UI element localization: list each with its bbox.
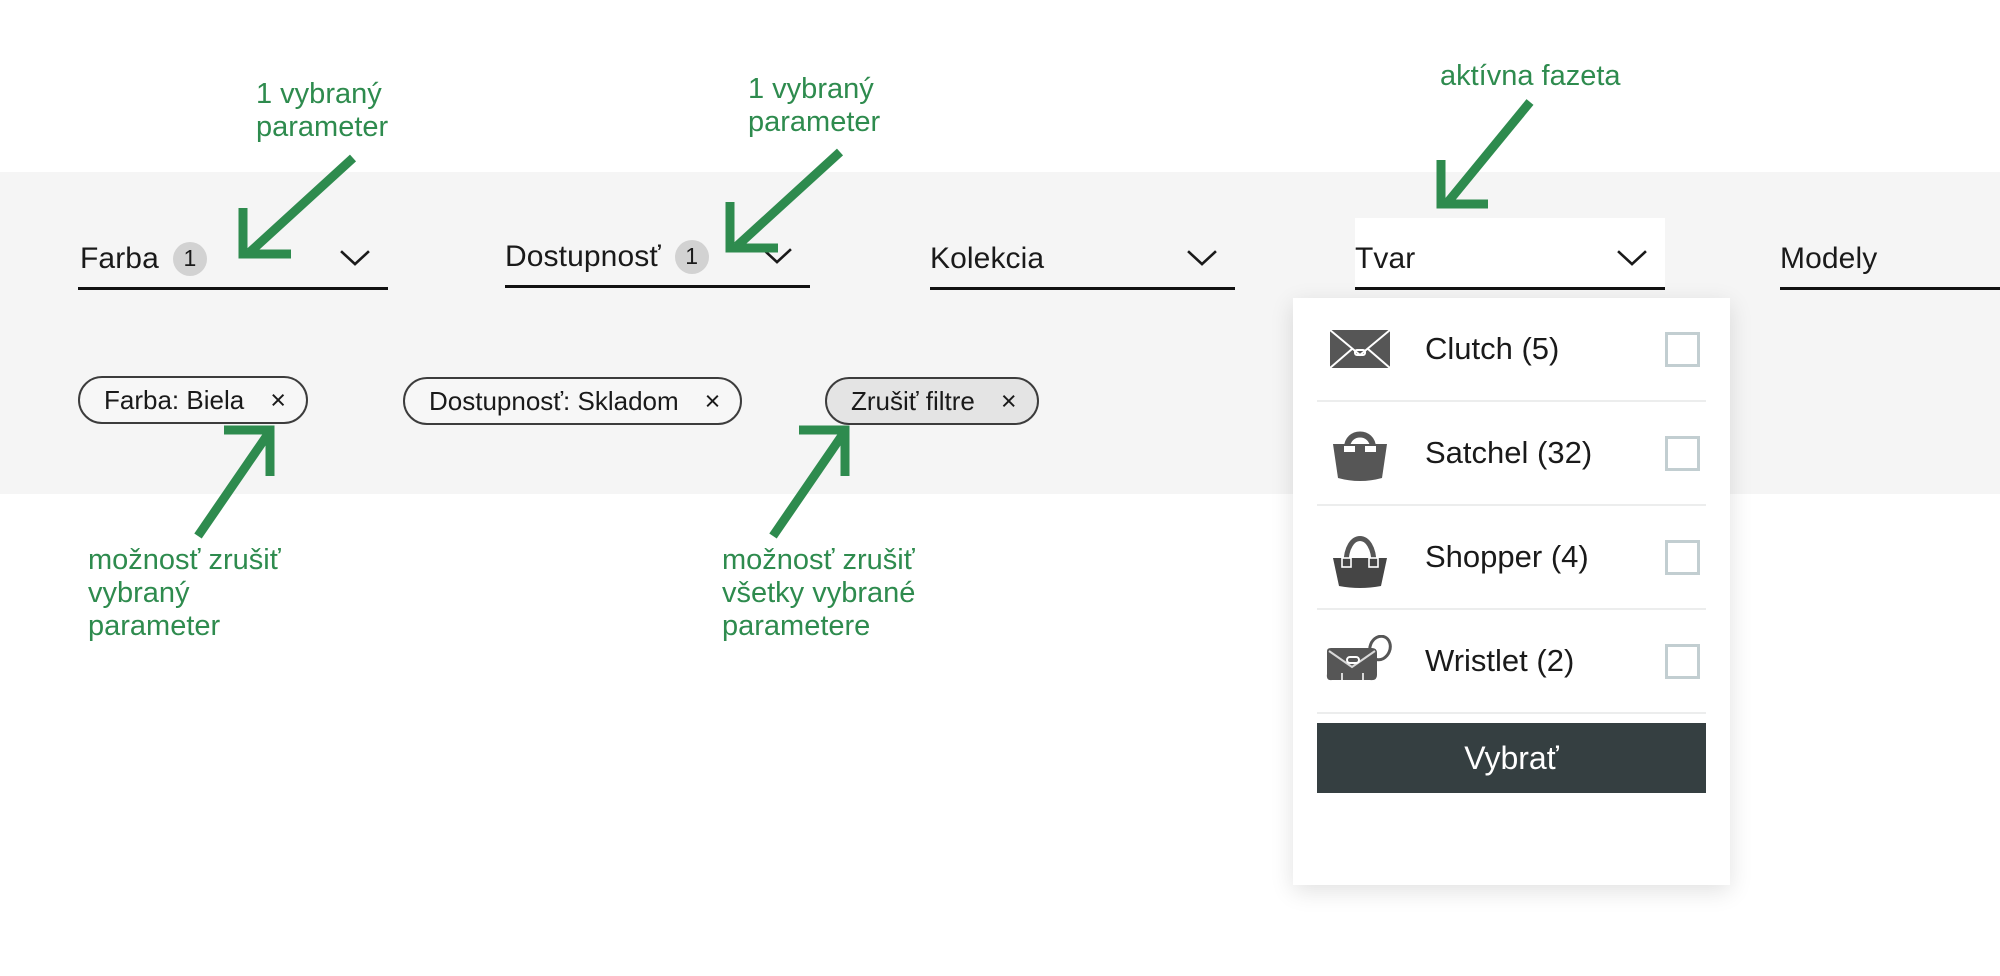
filter-chip-label: Farba: Biela [104,384,245,415]
filter-chip-dostupnost[interactable]: Dostupnosť: Skladom × [403,377,743,425]
shopper-bag-icon [1317,524,1403,590]
chevron-down-icon[interactable] [1187,249,1217,267]
facet-option-checkbox[interactable] [1665,643,1700,679]
filter-chip-label: Dostupnosť: Skladom [429,385,679,416]
facet-option-checkbox[interactable] [1665,435,1700,471]
facet-option-label: Wristlet (2) [1425,643,1575,678]
facet-trigger-tvar[interactable]: Tvar [1355,230,1665,290]
facet-option-label: Shopper (4) [1425,539,1589,574]
facet-trigger-kolekcia[interactable]: Kolekcia [930,230,1235,290]
facet-trigger-farba[interactable]: Farba 1 [78,230,388,290]
facet-label-dostupnost: Dostupnosť [505,239,661,273]
clutch-bag-icon [1317,327,1403,371]
filter-chip-farba[interactable]: Farba: Biela × [78,376,308,424]
facet-label-modely: Modely [1780,241,1878,275]
facet-label-farba: Farba [80,241,159,275]
chevron-down-icon[interactable] [762,247,792,265]
chevron-down-icon[interactable] [1617,249,1647,267]
close-icon[interactable]: × [704,385,721,416]
facet-option-label: Satchel (32) [1425,435,1593,470]
clear-all-filters-label: Zrušiť filtre [851,385,975,416]
annotation-text-remove-single-parameter: možnosť zrušiť vybraný parameter [88,544,281,642]
close-icon[interactable]: × [270,384,286,415]
annotation-text-active-facet: aktívna fazeta [1440,60,1621,92]
facet-option-list: Clutch (5) Satchel (32) [1293,298,1730,714]
facet-option-checkbox[interactable] [1665,539,1700,575]
annotation-text-selected-parameter-dostupnost: 1 vybraný parameter [748,73,881,138]
clear-all-filters-chip[interactable]: Zrušiť filtre × [825,377,1039,425]
facet-option-row-satchel[interactable]: Satchel (32) [1317,402,1706,506]
facet-label-tvar: Tvar [1355,241,1416,275]
satchel-bag-icon [1317,422,1403,484]
apply-filter-button[interactable]: Vybrať [1317,723,1706,793]
wristlet-bag-icon [1317,635,1403,687]
facet-trigger-modely[interactable]: Modely [1780,230,2000,290]
chevron-down-icon[interactable] [340,249,370,267]
facet-option-row-shopper[interactable]: Shopper (4) [1317,506,1706,610]
facet-dropdown-panel-tvar: Clutch (5) Satchel (32) [1293,298,1730,885]
facet-count-badge-dostupnost: 1 [674,239,709,274]
facet-label-kolekcia: Kolekcia [930,241,1045,275]
close-icon[interactable]: × [1000,385,1017,416]
facet-option-checkbox[interactable] [1665,331,1700,367]
facet-option-row-clutch[interactable]: Clutch (5) [1317,298,1706,402]
annotation-text-remove-all-parameters: možnosť zrušiť všetky vybrané parametere [722,544,916,642]
facet-count-badge-farba: 1 [172,241,207,276]
annotation-text-selected-parameter-farba: 1 vybraný parameter [256,78,389,143]
facet-option-row-wristlet[interactable]: Wristlet (2) [1317,610,1706,714]
facet-option-label: Clutch (5) [1425,331,1560,366]
facet-trigger-dostupnost[interactable]: Dostupnosť 1 [505,228,810,288]
